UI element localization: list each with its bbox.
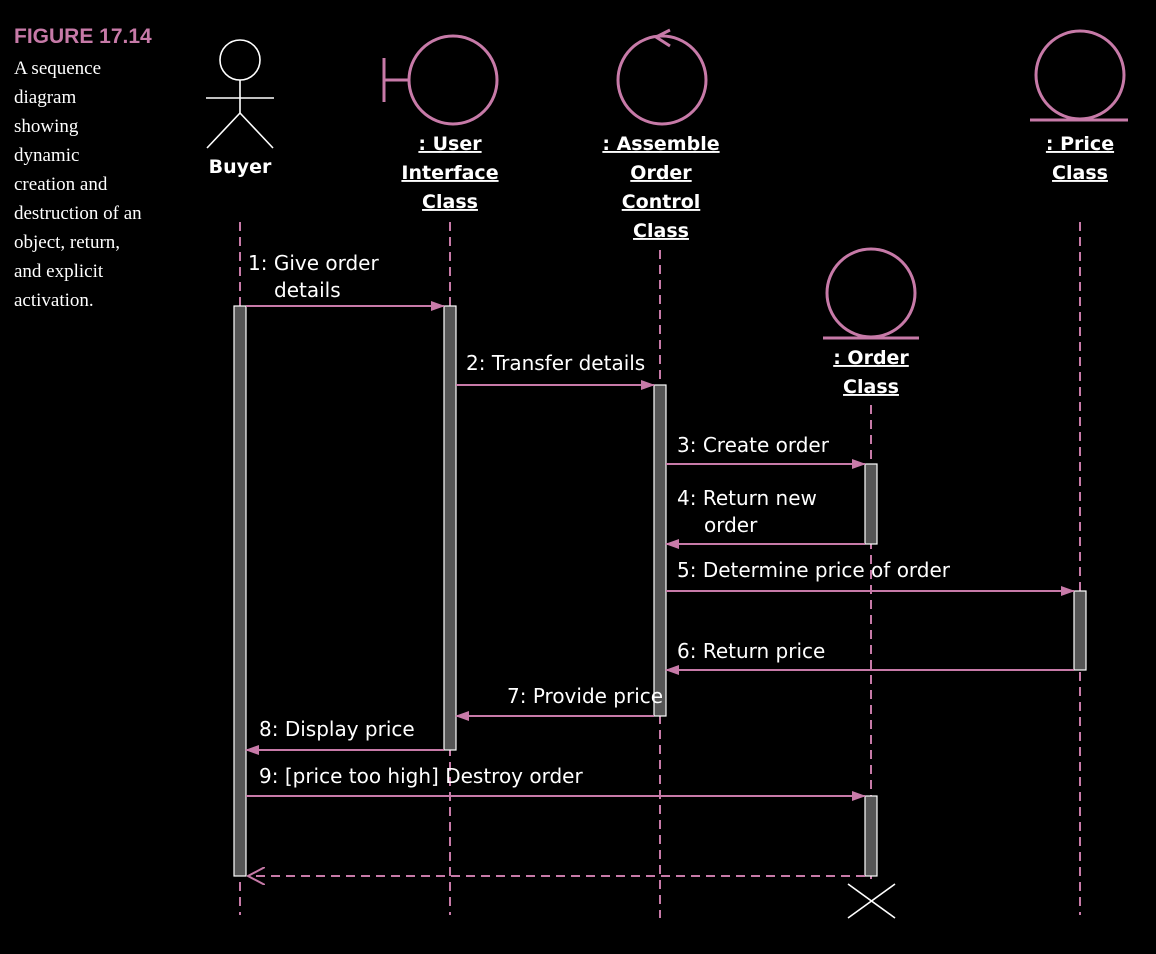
participant-label-line: Class bbox=[1052, 162, 1108, 184]
participant-label-line: Class bbox=[843, 376, 899, 398]
participant-label-line: : Assemble bbox=[602, 133, 719, 155]
activation-bar-price bbox=[1073, 590, 1087, 671]
activation-bar-order bbox=[864, 463, 878, 545]
message-label-1: 1: Give order details bbox=[248, 251, 379, 302]
message-label-7: 7: Provide price bbox=[507, 684, 663, 708]
caption-line: activation. bbox=[14, 290, 94, 311]
participant-label-line: : Price bbox=[1046, 133, 1114, 155]
participant-label-line: Class bbox=[422, 191, 478, 213]
participant-label-order: : Order Class bbox=[833, 347, 909, 398]
caption-line: creation and bbox=[14, 174, 108, 195]
figure-number: FIGURE 17.14 bbox=[14, 25, 152, 48]
actor-icon bbox=[206, 39, 274, 149]
message-label-9: 9: [price too high] Destroy order bbox=[259, 764, 583, 788]
message-label-8: 8: Display price bbox=[259, 717, 415, 741]
message-label-4: 4: Return new order bbox=[677, 486, 817, 537]
caption-line: showing bbox=[14, 116, 79, 137]
activation-bar-order bbox=[864, 795, 878, 877]
message-label-3: 3: Create order bbox=[677, 433, 830, 457]
participant-label-line: Interface bbox=[401, 162, 498, 184]
message-label-line: 1: Give order bbox=[248, 251, 379, 275]
message-label-5: 5: Determine price of order bbox=[677, 558, 951, 582]
participant-label-line: Order bbox=[630, 162, 692, 184]
participant-label-line: Control bbox=[622, 191, 701, 213]
participant-label-line: : Order bbox=[833, 347, 909, 369]
caption-line: object, return, bbox=[14, 232, 121, 253]
participant-label-price: : Price Class bbox=[1046, 133, 1114, 184]
caption-line: destruction of an bbox=[14, 203, 142, 224]
figure-caption: FIGURE 17.14 A sequence diagram showing … bbox=[14, 24, 184, 315]
entity-icon bbox=[823, 247, 919, 340]
control-icon bbox=[616, 28, 708, 126]
activation-bar-control bbox=[653, 384, 667, 717]
participant-label-buyer: Buyer bbox=[209, 156, 272, 178]
participant-label-line: : User bbox=[418, 133, 482, 155]
activation-bar-buyer bbox=[233, 305, 247, 877]
entity-icon bbox=[1030, 29, 1128, 122]
message-label-line: 4: Return new bbox=[677, 486, 817, 510]
caption-line: A sequence bbox=[14, 58, 102, 79]
participant-label-line: Class bbox=[633, 220, 689, 242]
activation-bar-ui bbox=[443, 305, 457, 751]
message-label-6: 6: Return price bbox=[677, 639, 825, 663]
message-label-2: 2: Transfer details bbox=[466, 351, 645, 375]
caption-line: diagram bbox=[14, 87, 77, 108]
message-label-line: order bbox=[704, 513, 758, 537]
caption-line: and explicit bbox=[14, 261, 104, 282]
destroy-x-icon bbox=[847, 883, 896, 919]
participant-label-ui: : User Interface Class bbox=[401, 133, 498, 213]
boundary-icon bbox=[382, 34, 499, 126]
caption-line: dynamic bbox=[14, 145, 80, 166]
caption-text: A sequence diagram showing dynamic creat… bbox=[14, 54, 184, 315]
message-label-line: details bbox=[274, 278, 341, 302]
participant-label-control: : Assemble Order Control Class bbox=[602, 133, 719, 242]
